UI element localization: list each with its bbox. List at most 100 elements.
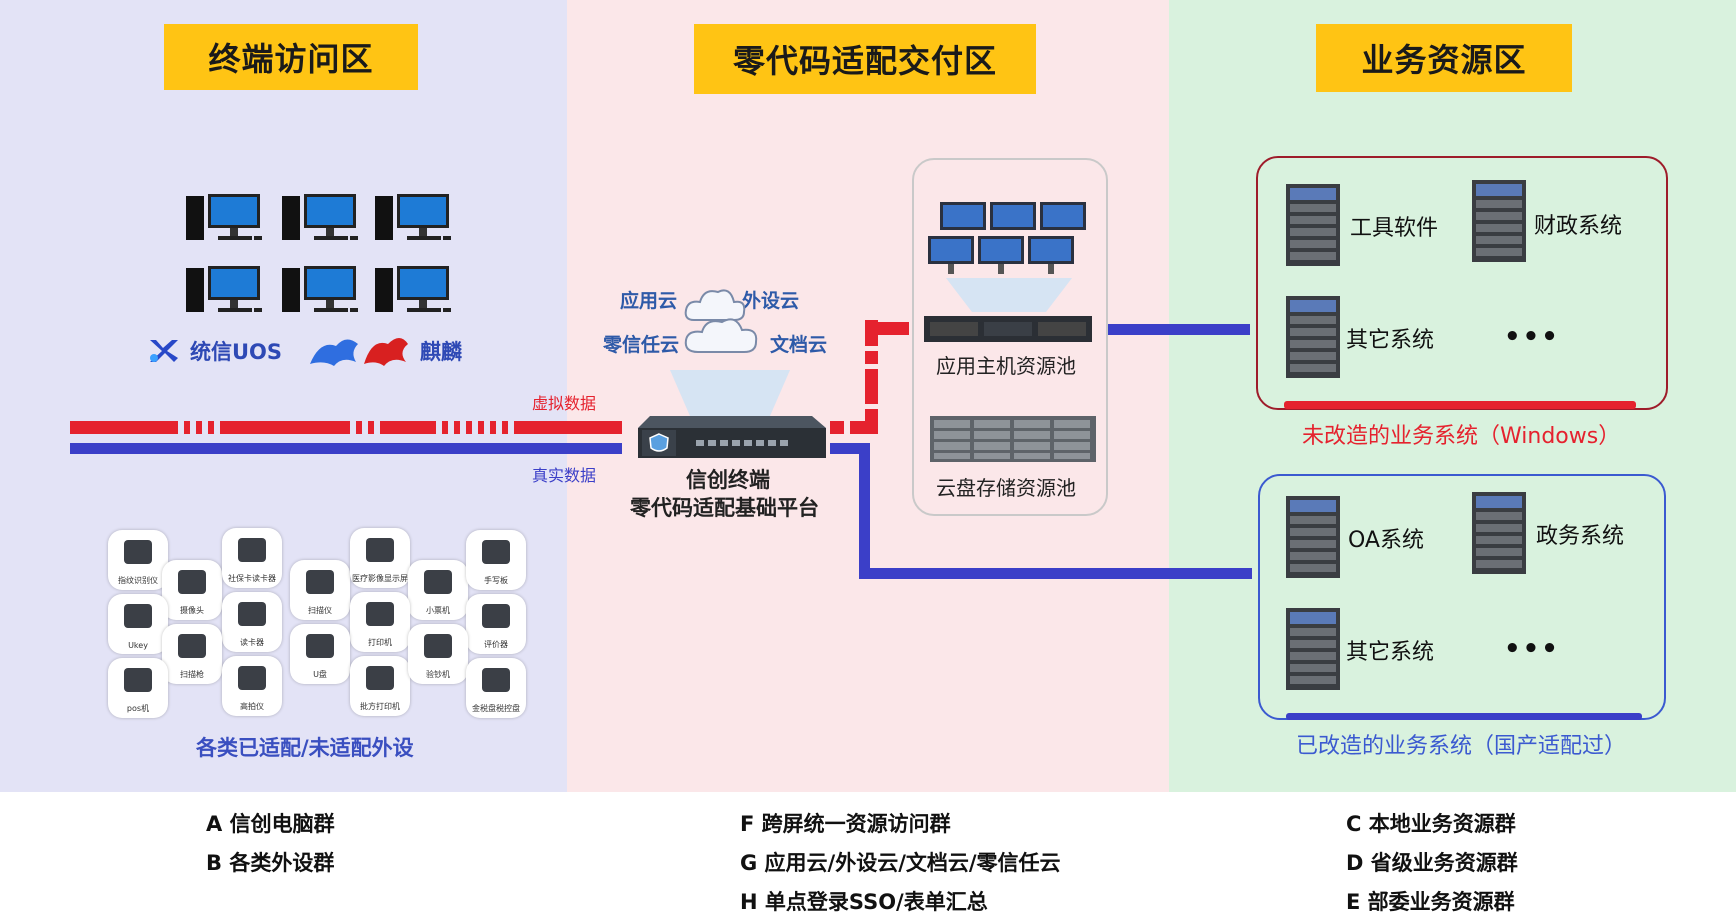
cloud-icon	[684, 289, 758, 353]
modified-underline	[1286, 713, 1642, 720]
server-rack-icon	[1286, 608, 1340, 690]
device-icon	[424, 570, 452, 594]
peripheral-label: 高拍仪	[240, 702, 264, 711]
legend-item: H 单点登录SSO/表单汇总	[740, 890, 988, 914]
peripheral-item: 手写板	[466, 530, 526, 590]
peripheral-item: 医疗影像显示屏	[350, 528, 410, 588]
device-icon	[238, 602, 266, 626]
more-ellipsis: •••	[1504, 634, 1560, 664]
virtual-data-label: 虚拟数据	[532, 394, 597, 413]
peripheral-item: 摄像头	[162, 560, 222, 620]
brand-uos: 统信UOS	[190, 340, 283, 364]
server-rack-icon	[1286, 496, 1340, 578]
peripheral-item: 高拍仪	[222, 656, 282, 716]
peripheral-label: 评价器	[484, 640, 508, 649]
device-icon	[366, 666, 394, 690]
peripheral-item: U盘	[290, 624, 350, 684]
system-label: 财政系统	[1534, 214, 1623, 239]
peripheral-item: Ukey	[108, 594, 168, 654]
device-icon	[366, 602, 394, 626]
device-icon	[124, 604, 152, 628]
device-icon	[482, 540, 510, 564]
unmodified-systems-box	[1256, 156, 1668, 410]
legend-item: G 应用云/外设云/文档云/零信任云	[740, 851, 1061, 875]
peripheral-item: 读卡器	[222, 592, 282, 652]
more-ellipsis: •••	[1504, 322, 1560, 352]
peripheral-label: 验钞机	[426, 670, 450, 679]
peripheral-label: 扫描仪	[308, 606, 332, 615]
platform-label-line1: 信创终端	[686, 468, 770, 492]
peripheral-label: U盘	[313, 670, 327, 679]
peripheral-label: 小票机	[426, 606, 450, 615]
device-icon	[238, 538, 266, 562]
resource-pool-box	[912, 158, 1108, 516]
real-data-label: 真实数据	[532, 466, 597, 485]
legend-item: D 省级业务资源群	[1346, 851, 1518, 875]
device-icon	[178, 570, 206, 594]
peripheral-item: pos机	[108, 658, 168, 718]
system-label: 其它系统	[1346, 328, 1435, 353]
device-icon	[124, 668, 152, 692]
brand-kylin: 麒麟	[420, 340, 462, 364]
monitor-wall-icon	[928, 202, 1086, 274]
server-rack-icon	[1286, 296, 1340, 378]
legend-item: A 信创电脑群	[206, 812, 335, 836]
cloud-label-document: 文档云	[770, 334, 828, 356]
server-rack-icon	[1472, 492, 1526, 574]
storage-array-icon	[930, 416, 1096, 462]
real-data-line	[70, 324, 1252, 579]
device-icon	[482, 668, 510, 692]
peripheral-label: 打印机	[368, 638, 392, 647]
device-icon	[238, 666, 266, 690]
system-label: 政务系统	[1536, 524, 1625, 549]
peripheral-label: pos机	[126, 704, 150, 713]
peripheral-item: 扫描枪	[162, 624, 222, 684]
server-rack-icon	[1472, 180, 1526, 262]
peripheral-item: 评价器	[466, 594, 526, 654]
peripherals-caption: 各类已适配/未适配外设	[196, 736, 414, 760]
platform-label-line2: 零代码适配基础平台	[630, 496, 819, 520]
device-icon	[178, 634, 206, 658]
unmodified-caption: 未改造的业务系统（Windows）	[1302, 424, 1621, 449]
peripheral-label: 社保卡读卡器	[228, 574, 276, 583]
peripheral-label: 读卡器	[240, 638, 264, 647]
system-label: OA系统	[1348, 528, 1424, 553]
zone-title-resource: 业务资源区	[1316, 24, 1572, 92]
host-server-icon	[924, 316, 1092, 342]
host-beam	[946, 278, 1072, 312]
device-icon	[424, 634, 452, 658]
peripheral-item: 金税盘税控盘	[466, 658, 526, 718]
device-icon	[366, 538, 394, 562]
peripheral-label: 金税盘税控盘	[472, 704, 520, 713]
server-rack-icon	[1286, 184, 1340, 266]
peripheral-item: 指纹识别仪	[108, 530, 168, 590]
projection-beam	[670, 370, 790, 416]
data-links	[70, 320, 1252, 579]
cloud-label-zero-trust: 零信任云	[603, 334, 680, 356]
device-icon	[124, 540, 152, 564]
unmodified-underline	[1284, 401, 1636, 409]
peripheral-item: 批方打印机	[350, 656, 410, 716]
peripheral-label: 摄像头	[180, 606, 204, 615]
legend-item: C 本地业务资源群	[1346, 812, 1516, 836]
uos-logo-icon	[150, 340, 178, 362]
peripheral-label: 指纹识别仪	[118, 576, 158, 585]
legend-item: F 跨屏统一资源访问群	[740, 812, 951, 836]
peripheral-label: 扫描枪	[180, 670, 204, 679]
peripheral-label: 医疗影像显示屏	[352, 574, 408, 583]
system-label: 其它系统	[1346, 640, 1435, 665]
peripheral-label: Ukey	[128, 641, 148, 650]
device-icon	[306, 570, 334, 594]
zone-title-terminal: 终端访问区	[164, 24, 418, 90]
system-label: 工具软件	[1350, 216, 1439, 241]
cloud-label-peripheral: 外设云	[742, 290, 800, 312]
peripheral-item: 社保卡读卡器	[222, 528, 282, 588]
peripheral-item: 扫描仪	[290, 560, 350, 620]
modified-caption: 已改造的业务系统（国产适配过）	[1296, 734, 1627, 759]
peripheral-label: 批方打印机	[360, 702, 400, 711]
storage-pool-label: 云盘存储资源池	[936, 476, 1076, 500]
zone-title-delivery: 零代码适配交付区	[694, 24, 1036, 94]
peripheral-item: 打印机	[350, 592, 410, 652]
peripheral-item: 验钞机	[408, 624, 468, 684]
cloud-label-app: 应用云	[620, 290, 678, 312]
